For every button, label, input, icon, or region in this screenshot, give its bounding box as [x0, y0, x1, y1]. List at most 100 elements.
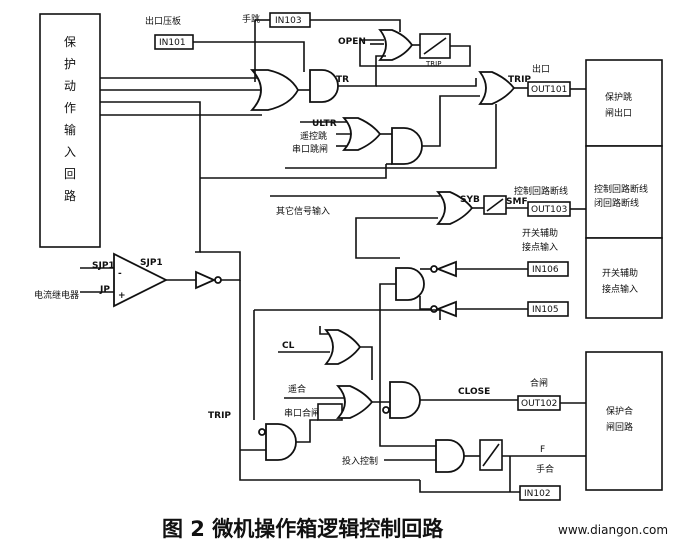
- switch-aux-box-line2: 接点输入: [602, 283, 638, 295]
- inverter-in105: [435, 300, 457, 318]
- and-gate-tr: [309, 69, 339, 103]
- timer-diagonal: [423, 37, 447, 55]
- remote-trip-label: 遥控跳: [300, 130, 327, 142]
- protect-input-box: [39, 13, 101, 248]
- wire: [285, 104, 497, 169]
- comparator: [113, 252, 169, 308]
- serial-trip-label: 串口跳闸: [292, 143, 328, 155]
- wire: [360, 346, 373, 380]
- other-signal-label: 其它信号输入: [276, 205, 330, 217]
- timer-diagonal: [486, 198, 504, 212]
- wire: [419, 296, 431, 310]
- wire: [376, 78, 477, 87]
- protect-input-char: 护: [64, 57, 76, 71]
- wire: [359, 39, 471, 67]
- ctrl-break-line2: 闭回路断线: [594, 197, 639, 209]
- inverter-bubble: [214, 276, 222, 284]
- and-gate-close: [389, 381, 421, 419]
- wire: [375, 55, 386, 78]
- in105-label: IN105: [532, 305, 559, 315]
- wire: [254, 309, 441, 320]
- protect-input-char: 路: [64, 188, 76, 203]
- watermark: www.diangon.com: [558, 523, 668, 537]
- protect-input-char: 入: [64, 145, 76, 159]
- out103-label: OUT103: [531, 205, 567, 215]
- timer-label: TRIP: [425, 60, 441, 68]
- ctrl-break-line1: 控制回路断线: [594, 183, 648, 195]
- wire: [379, 404, 436, 447]
- protect-input-char: 保: [64, 35, 76, 49]
- close-circuit-line1: 保护合: [606, 405, 633, 417]
- inverter-bubble: [430, 305, 438, 313]
- or-gate-syb: [436, 191, 474, 225]
- in103-label: IN103: [275, 16, 302, 26]
- switch-aux-box: [585, 237, 663, 319]
- figure-caption: 图 2 微机操作箱逻辑控制回路: [162, 517, 444, 541]
- wire: [239, 280, 420, 481]
- comparator-plus: +: [118, 291, 126, 301]
- and-gate-close-ctrl: [435, 439, 465, 473]
- or-gate-close: [336, 385, 374, 419]
- sjp1-left-label: SJP1: [92, 261, 115, 271]
- wire: [310, 19, 401, 32]
- jp-label: JP: [99, 285, 110, 295]
- and-gate-bottom-left: [265, 423, 297, 461]
- close-arrow-label: F: [540, 445, 545, 455]
- in102-label: IN102: [524, 489, 551, 499]
- or-gate-cl: [324, 329, 362, 365]
- wire: [355, 217, 438, 259]
- switch-aux-label-2: 接点输入: [522, 241, 558, 253]
- in102-box: [519, 485, 561, 501]
- close-circuit-line2: 闸回路: [606, 421, 633, 433]
- wire: [379, 283, 396, 404]
- protect-input-char: 回: [64, 167, 76, 181]
- close-ctrl-label: 投入控制: [342, 455, 378, 467]
- inverter-bubble: [430, 265, 438, 273]
- exit2-label: 出口: [532, 63, 550, 75]
- wire: [296, 419, 318, 443]
- tr-label: TR: [336, 75, 349, 85]
- close-word-label: 合闸: [530, 377, 548, 389]
- switch-aux-label-1: 开关辅助: [522, 227, 558, 239]
- inverter-comparator: [195, 270, 217, 290]
- and-gate-aux: [395, 267, 425, 301]
- smf-label: SMF: [506, 197, 528, 207]
- inverter-in106: [435, 260, 457, 278]
- manual-trip-label: 手跳: [242, 13, 260, 25]
- or-gate-ultr: [342, 117, 382, 151]
- trip-coil-box: [585, 59, 663, 147]
- protect-input-char: 输: [64, 122, 76, 137]
- manual-close-label: 手合: [536, 463, 554, 475]
- cl-label: CL: [282, 341, 295, 351]
- ctrl-fail-label: 控制回路断线: [514, 185, 568, 197]
- trip2-label: TRIP: [208, 411, 231, 421]
- protect-input-char: 作: [64, 101, 76, 115]
- open-label: OPEN: [338, 37, 366, 47]
- close-tag-label: CLOSE: [458, 387, 490, 397]
- syb-label: SYB: [460, 195, 480, 205]
- trip-coil-line1: 保护跳: [605, 91, 632, 103]
- serial-close-label: 串口合闸: [284, 407, 320, 419]
- in106-label: IN106: [532, 265, 559, 275]
- out101-label: OUT101: [531, 85, 567, 95]
- inverter-bubble: [382, 406, 390, 414]
- wire: [100, 101, 201, 253]
- comparator-minus: -: [118, 269, 122, 279]
- in101-label: IN101: [159, 38, 186, 48]
- wire: [422, 95, 480, 147]
- sjp1-mid-label: SJP1: [140, 258, 163, 268]
- trip1-label: TRIP: [508, 75, 531, 85]
- ultr-label: ULTR: [312, 119, 337, 129]
- or-gate-input: [249, 69, 300, 111]
- and-gate-ultr: [391, 127, 423, 165]
- or-gate-open: [378, 29, 414, 61]
- close-circuit-box: [585, 351, 663, 491]
- wire: [193, 41, 305, 72]
- or-gate-trip: [478, 71, 516, 105]
- remote-close-label: 遥合: [288, 383, 306, 395]
- wire: [419, 480, 520, 493]
- exit-press-label: 出口压板: [145, 15, 181, 27]
- switch-aux-box-line1: 开关辅助: [602, 267, 638, 279]
